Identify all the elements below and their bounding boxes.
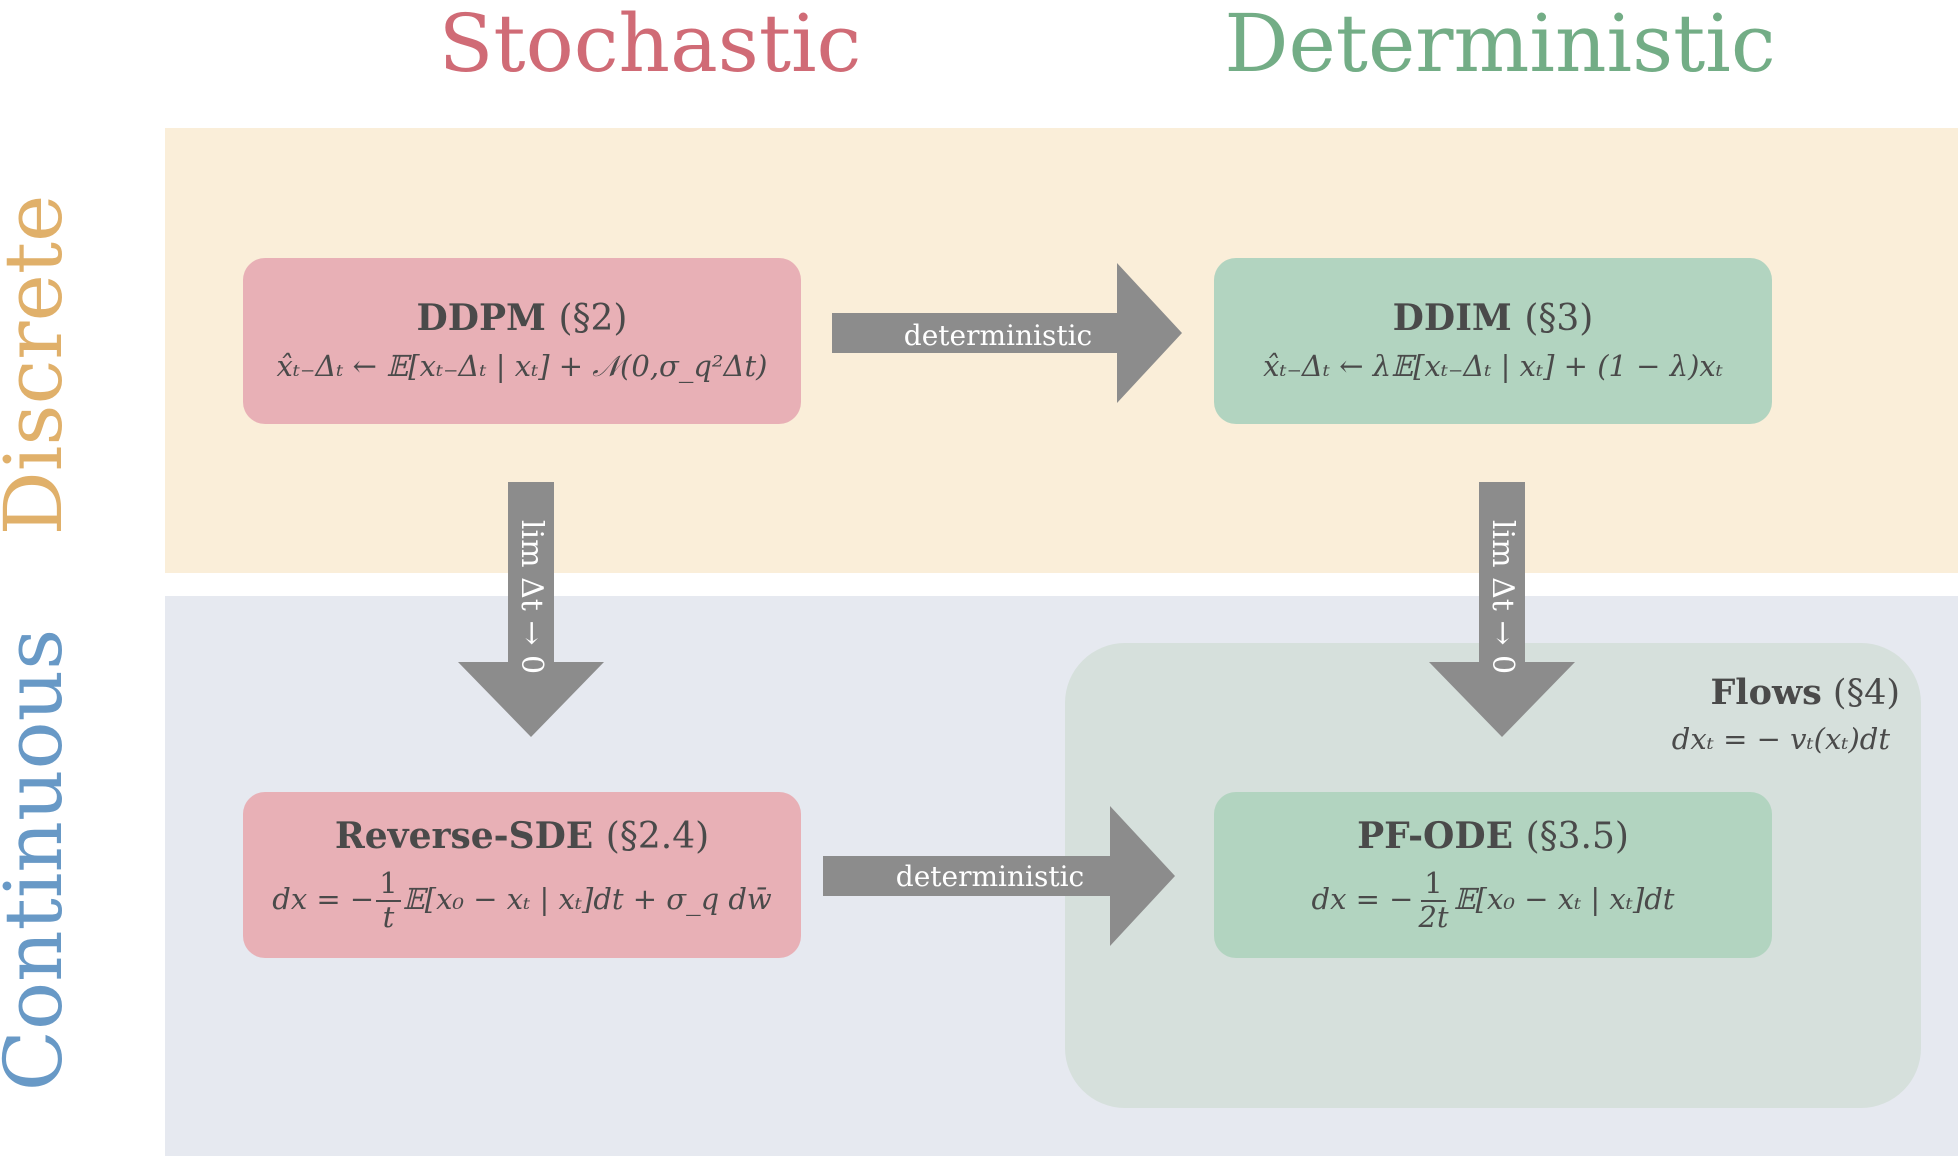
arrow-label-sde-to-ode: deterministic xyxy=(895,860,1085,893)
arrow-label-ddpm-to-sde: lim Δt → 0 xyxy=(514,519,549,675)
arrow-label-ddim-to-ode: lim Δt → 0 xyxy=(1485,519,1520,675)
node-ddpm-section: (§2) xyxy=(558,297,628,339)
flows-title: Flows (§4) xyxy=(1650,672,1900,713)
node-ddim-equation: x̂ₜ₋Δₜ ← λ𝔼[xₜ₋Δₜ | xₜ] + (1 − λ)xₜ xyxy=(1263,349,1723,384)
column-title-stochastic: Stochastic xyxy=(438,0,862,90)
node-ddpm-title: DDPM (§2) xyxy=(416,296,628,339)
node-ddim-title: DDIM (§3) xyxy=(1392,296,1594,339)
node-reverse-sde-section: (§2.4) xyxy=(605,816,710,858)
node-reverse-sde-eq-rhs: 𝔼[x₀ − xₜ | xₜ]dt + σ_q dw̄ xyxy=(402,881,772,916)
node-reverse-sde-frac-num: 1 xyxy=(376,867,401,902)
node-ddim: DDIM (§3) x̂ₜ₋Δₜ ← λ𝔼[xₜ₋Δₜ | xₜ] + (1 −… xyxy=(1214,258,1772,424)
node-reverse-sde-frac-den: t xyxy=(382,899,395,934)
node-pf-ode-title: PF-ODE (§3.5) xyxy=(1357,815,1629,858)
arrow-sde-to-ode xyxy=(823,806,1175,946)
arrow-ddpm-to-ddim xyxy=(832,263,1182,403)
arrow-ddpm-to-sde xyxy=(458,482,604,737)
node-reverse-sde-title: Reverse-SDE (§2.4) xyxy=(334,815,710,858)
node-ddim-section: (§3) xyxy=(1524,297,1594,339)
node-ddpm-equation: x̂ₜ₋Δₜ ← 𝔼[xₜ₋Δₜ | xₜ] + 𝒩(0,σ_q²Δt) xyxy=(276,349,768,384)
node-ddpm-name: DDPM xyxy=(416,296,546,339)
node-reverse-sde-name: Reverse-SDE xyxy=(334,815,594,858)
node-ddpm: DDPM (§2) x̂ₜ₋Δₜ ← 𝔼[xₜ₋Δₜ | xₜ] + 𝒩(0,σ… xyxy=(243,258,801,424)
node-reverse-sde-eq-lhs: dx = − xyxy=(272,881,375,916)
flows-section: (§4) xyxy=(1832,673,1900,713)
node-pf-ode-frac-num: 1 xyxy=(1421,867,1446,902)
node-pf-ode-eq-lhs: dx = − xyxy=(1311,881,1414,916)
node-pf-ode-section: (§3.5) xyxy=(1525,816,1629,858)
column-title-deterministic: Deterministic xyxy=(1224,0,1776,90)
node-pf-ode-name: PF-ODE xyxy=(1357,815,1514,858)
flows-equation: dxₜ = − vₜ(xₜ)dt xyxy=(1671,722,1890,756)
node-pf-ode-eq-rhs: 𝔼[x₀ − xₜ | xₜ]dt xyxy=(1453,881,1675,916)
flows-name: Flows xyxy=(1710,672,1822,713)
node-ddim-name: DDIM xyxy=(1392,296,1512,339)
arrow-label-ddpm-to-ddim: deterministic xyxy=(903,319,1093,352)
node-pf-ode-frac-den: 2t xyxy=(1418,899,1449,934)
arrow-ddim-to-ode xyxy=(1429,482,1575,737)
